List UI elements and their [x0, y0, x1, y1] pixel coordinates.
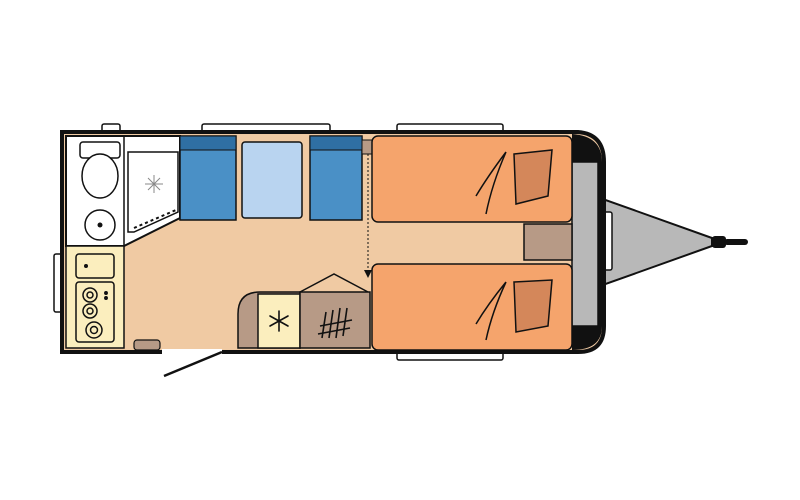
- kitchen: [65, 245, 125, 349]
- drawbar: [599, 196, 748, 288]
- heater-outline: [299, 273, 369, 293]
- sink-icon: [75, 253, 115, 279]
- heater-grille-icon: [317, 307, 353, 339]
- bed-bottom: [371, 263, 573, 351]
- bed-bottom-pillow-icon: [513, 279, 553, 333]
- wardrobe-post: [361, 139, 373, 155]
- door-opening: [162, 349, 222, 355]
- heater: [299, 273, 371, 349]
- front-locker: [571, 161, 599, 327]
- drawbar-frame: [599, 196, 713, 288]
- sink-icon: [84, 209, 116, 241]
- dinette: [179, 135, 363, 221]
- bed-top-pillow-icon: [513, 149, 553, 205]
- bed-top: [371, 135, 573, 223]
- door-leaf: [163, 350, 223, 378]
- heater-cabinet: [299, 291, 371, 349]
- tow-hitch-icon: [712, 236, 748, 248]
- fridge-block: [237, 291, 301, 349]
- snowflake-icon: [269, 310, 289, 332]
- stove-burners-icon: [75, 281, 115, 343]
- entry-step: [133, 339, 161, 351]
- dinette-table: [241, 141, 303, 219]
- bed-gap-cabinet: [523, 223, 573, 261]
- bed-bottom-fold: [475, 281, 507, 341]
- shower-drain-icon: [145, 175, 163, 193]
- toilet-icon: [79, 141, 121, 199]
- bed-top-fold: [475, 151, 507, 215]
- bathroom: [65, 135, 181, 247]
- shower-tray: [127, 151, 179, 233]
- partition-arrow: [364, 270, 372, 278]
